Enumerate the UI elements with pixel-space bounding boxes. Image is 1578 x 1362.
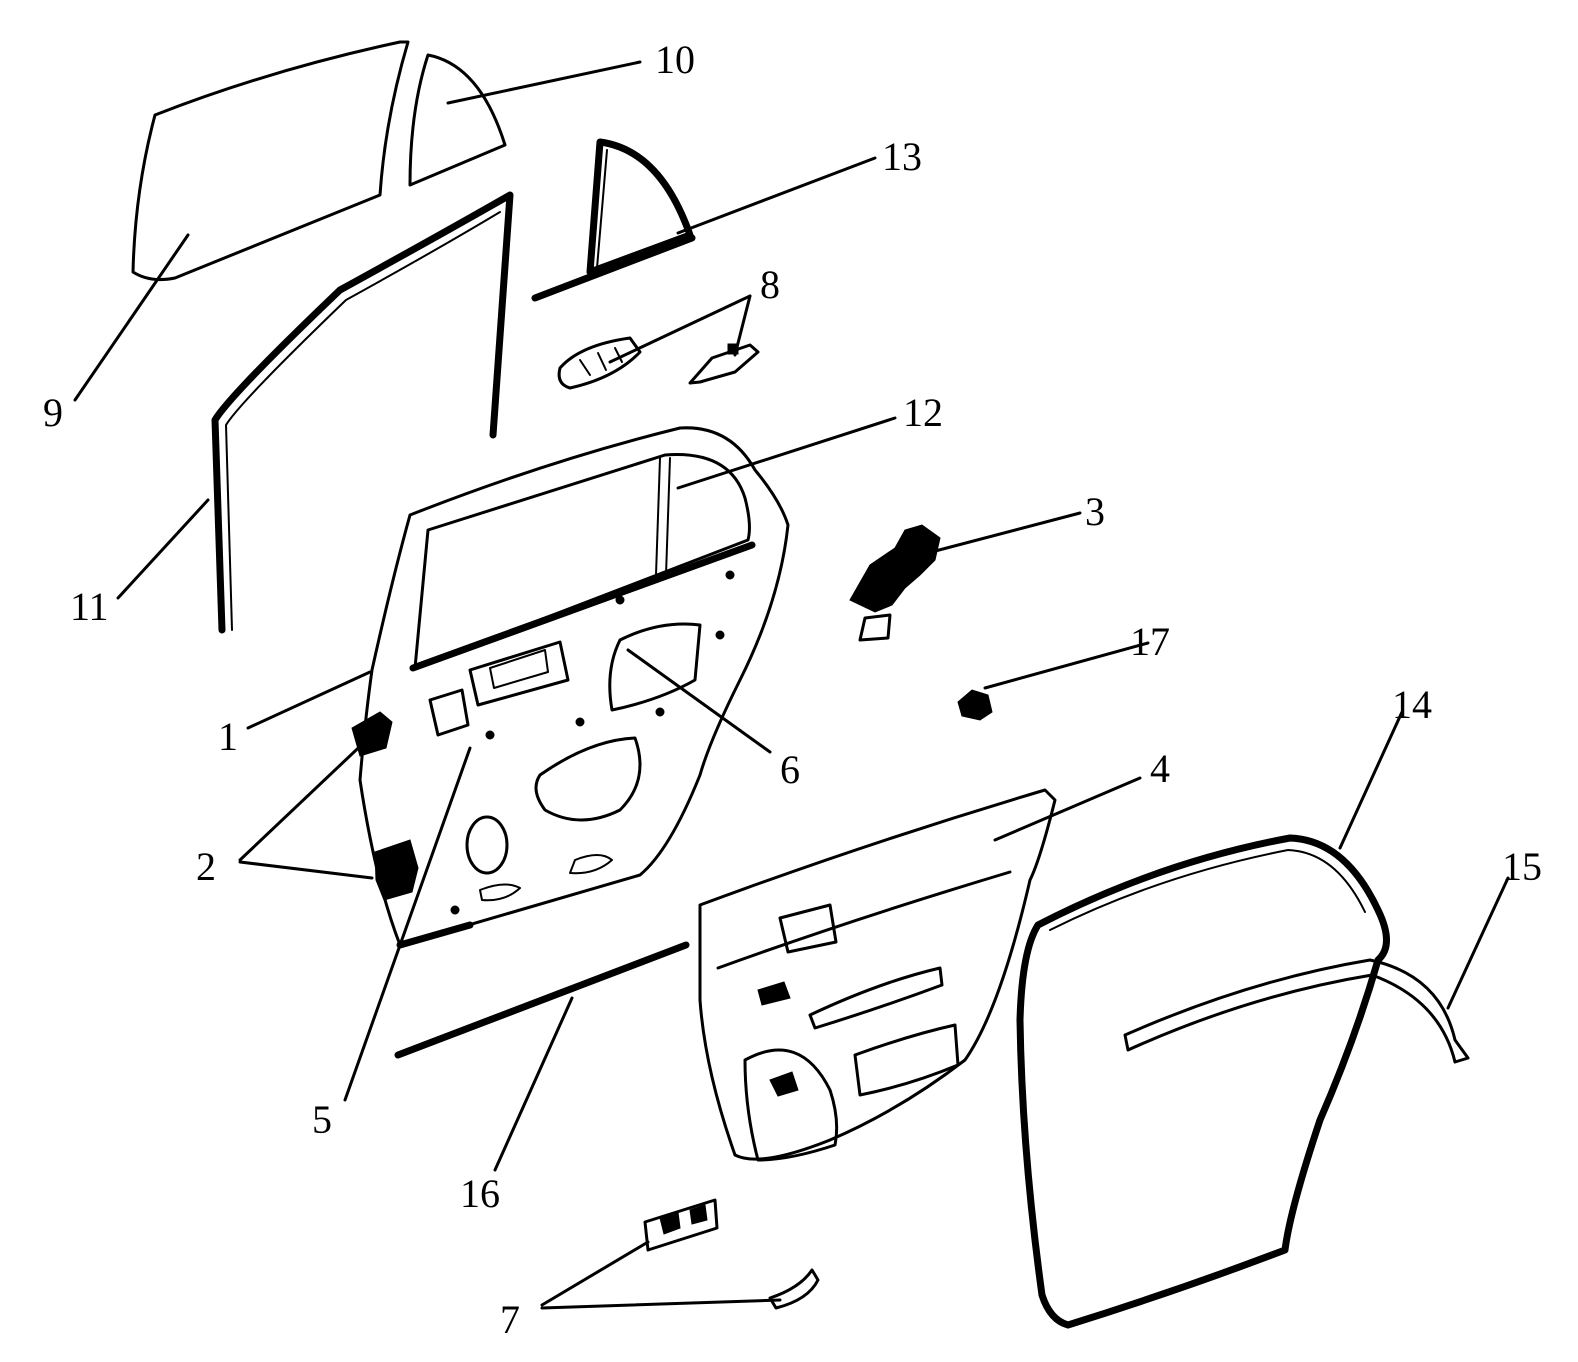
- part-16-belt-moulding: [394, 941, 690, 1059]
- label-16: 16: [460, 1171, 500, 1216]
- part-9-door-glass: [131, 40, 410, 281]
- part-11-glass-run-channel: [211, 191, 514, 634]
- part-8-outside-handle: [557, 336, 760, 390]
- part-1-door-inner-panel: [358, 426, 790, 949]
- label-11: 11: [70, 584, 109, 629]
- label-5: 5: [312, 1097, 332, 1142]
- label-9: 9: [43, 390, 63, 435]
- label-8: 8: [760, 262, 780, 307]
- part-15-secondary-seal: [1123, 958, 1470, 1064]
- label-12: 12: [903, 390, 943, 435]
- part-4-door-trim: [698, 788, 1057, 1162]
- label-15: 15: [1502, 844, 1542, 889]
- label-7: 7: [500, 1297, 520, 1342]
- label-13: 13: [882, 134, 922, 179]
- part-17-striker: [957, 689, 993, 721]
- part-13-division-channel: [531, 138, 696, 302]
- part-3-door-lock: [849, 524, 941, 642]
- part-10-quarter-glass: [408, 53, 507, 187]
- label-6: 6: [780, 747, 800, 792]
- part-7-inside-handle: [643, 1198, 820, 1310]
- label-10: 10: [655, 37, 695, 82]
- label-4: 4: [1150, 746, 1170, 791]
- label-1: 1: [218, 714, 238, 759]
- part-14-weatherstrip: [1016, 834, 1390, 1329]
- label-14: 14: [1392, 682, 1432, 727]
- leader-lines: [73, 60, 1510, 1310]
- label-3: 3: [1085, 489, 1105, 534]
- part-2-hinges: [351, 711, 419, 901]
- callout-labels: 10 13 8 9 11 12 3 17 1 6 4 14 15 2 5 16 …: [43, 37, 1542, 1342]
- label-2: 2: [196, 844, 216, 889]
- label-17: 17: [1130, 619, 1170, 664]
